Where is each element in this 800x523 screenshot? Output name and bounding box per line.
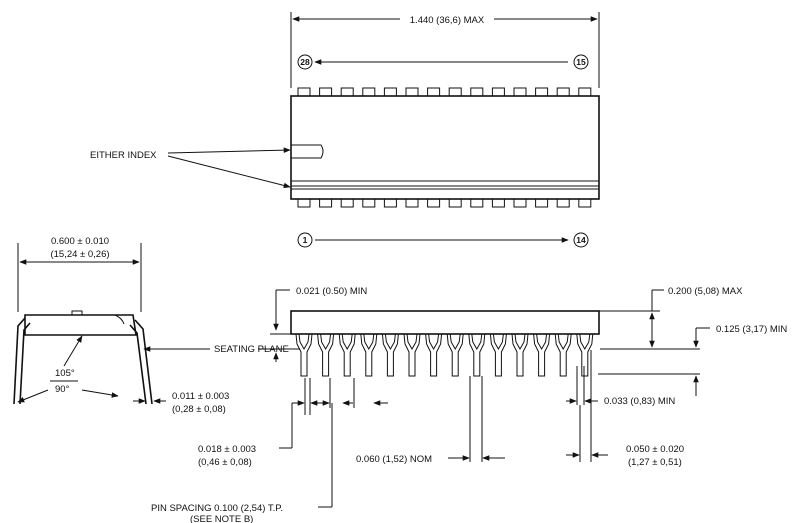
pin-spacing-label: PIN SPACING 0.100 (2,54) T.P.: [151, 503, 283, 514]
side-lead-5: [381, 333, 399, 377]
lead-thickness-mm-label: (0,28 ± 0,08): [172, 404, 226, 415]
top-pins-lower: [297, 198, 592, 208]
seating-plane-label: SEATING PLANE: [214, 344, 289, 355]
side-lead-3: [338, 333, 356, 377]
top-pin-lower-13: [556, 198, 570, 208]
lead-length-label: 0.125 (3,17) MIN: [716, 324, 787, 335]
angle-min-label: 90°: [55, 384, 70, 395]
top-pin-upper-16: [556, 87, 570, 97]
angle-max-label: 105°: [55, 368, 75, 379]
top-pin-upper-20: [470, 87, 484, 97]
top-pins-upper: [297, 87, 592, 97]
top-pin-upper-19: [491, 87, 505, 97]
width-mm-label: (15,24 ± 0,26): [50, 249, 109, 260]
angle-arrow-left: [17, 389, 49, 403]
angle-arrow-right: [81, 389, 119, 398]
top-pin-lower-1: [297, 198, 311, 208]
side-lead-1: [295, 333, 313, 377]
shoulder-nom-label: 0.060 (1,52) NOM: [356, 454, 432, 465]
side-lead-9: [468, 333, 486, 377]
angle-leader: [63, 335, 83, 367]
side-lead-12: [533, 333, 551, 377]
width-label: 0.600 ± 0.010: [51, 236, 109, 247]
index-leader-notch: [167, 147, 291, 154]
pin-1-label: 1: [303, 235, 308, 245]
end-lead-label: 0.050 ± 0.020: [626, 444, 684, 455]
standoff-label: 0.021 (0.50) MIN: [296, 286, 367, 297]
shoulder-width-label: 0.033 (0,83) MIN: [604, 396, 675, 407]
pin-15-label: 15: [576, 57, 586, 67]
pin-spacing-note: (SEE NOTE B): [190, 514, 253, 523]
package-body-top: [290, 95, 600, 200]
side-lead-11: [511, 333, 529, 377]
top-pin-lower-12: [535, 198, 549, 208]
lead-thickness-label: 0.011 ± 0.003: [172, 391, 229, 402]
side-lead-2: [317, 333, 335, 377]
end-lead-right-inner: [129, 324, 147, 405]
top-pin-lower-14: [578, 198, 592, 208]
lead-width-mm-label: (0,46 ± 0,08): [198, 457, 252, 468]
pin-14-marker: [573, 232, 589, 248]
top-pin-lower-10: [491, 198, 505, 208]
end-view: 0.600 ± 0.010 (15,24 ± 0,26) SEATING PLA…: [13, 236, 300, 415]
top-pin-upper-22: [427, 87, 441, 97]
pin-1-marker: [297, 232, 313, 248]
overall-length-label: 1.440 (36,6) MAX: [410, 15, 485, 26]
top-pin-lower-6: [405, 198, 419, 208]
side-lead-8: [446, 333, 464, 377]
index-leader-stripe: [167, 155, 291, 189]
top-pin-lower-11: [513, 198, 527, 208]
side-lead-7: [425, 333, 443, 377]
side-lead-4: [360, 333, 378, 377]
top-pin-upper-27: [319, 87, 333, 97]
pin-15-marker: [573, 54, 589, 70]
end-lead-left-outer: [13, 317, 26, 405]
package-body-side: [290, 310, 600, 335]
pin-28-marker: [297, 54, 313, 70]
end-lead-mm-label: (1,27 ± 0,51): [628, 457, 682, 468]
top-pin-upper-18: [513, 87, 527, 97]
top-pin-lower-9: [470, 198, 484, 208]
top-pin-lower-7: [427, 198, 441, 208]
side-view: 0.021 (0.50) MIN 0.200 (5,08) MAX 0.125 …: [151, 286, 787, 523]
end-body-notch: [114, 314, 125, 325]
top-pin-lower-4: [362, 198, 376, 208]
top-pin-upper-25: [362, 87, 376, 97]
end-lead-left-inner: [19, 322, 31, 405]
lead-width-label: 0.018 ± 0.003: [198, 444, 256, 455]
side-lead-10: [489, 333, 507, 377]
end-lead-right-outer: [134, 319, 153, 405]
top-pin-upper-24: [383, 87, 397, 97]
side-lead-14: [576, 333, 594, 377]
side-leads: [295, 333, 594, 377]
side-lead-13: [554, 333, 572, 377]
top-pin-upper-26: [340, 87, 354, 97]
top-pin-lower-3: [340, 198, 354, 208]
pin-14-label: 14: [576, 235, 586, 245]
top-pin-upper-23: [405, 87, 419, 97]
top-pin-lower-2: [319, 198, 333, 208]
either-index-label: EITHER INDEX: [90, 150, 157, 161]
height-label: 0.200 (5,08) MAX: [668, 286, 743, 297]
top-view: 1.440 (36,6) MAX 28 15 EITHER INDEX 1 14: [90, 12, 600, 248]
side-lead-6: [403, 333, 421, 377]
top-pin-lower-5: [383, 198, 397, 208]
top-pin-upper-21: [448, 87, 462, 97]
notch-index: [291, 144, 324, 159]
top-pin-upper-17: [535, 87, 549, 97]
top-pin-upper-15: [578, 87, 592, 97]
pin-28-label: 28: [300, 57, 310, 67]
top-pin-lower-8: [448, 198, 462, 208]
end-body-top-mark: [71, 310, 83, 316]
top-pin-upper-28: [297, 87, 311, 97]
